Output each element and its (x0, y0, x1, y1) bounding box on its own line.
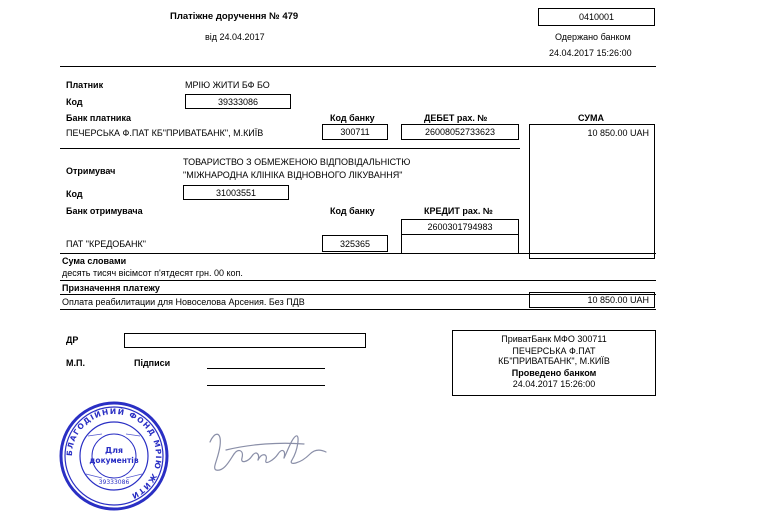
signatures-label: Підписи (134, 358, 171, 368)
bank-stamp-line5: 24.04.2017 15:26:00 (512, 379, 596, 389)
recipient-name-line1: ТОВАРИСТВО З ОБМЕЖЕНОЮ ВІДПОВІДАЛЬНІСТЮ (183, 157, 411, 167)
dr-label: ДР (66, 335, 79, 345)
payer-code: 39333086 (217, 97, 259, 107)
payer-separator (60, 148, 520, 149)
credit-label: КРЕДИТ рах. № (424, 206, 493, 216)
document-code: 0410001 (578, 12, 615, 22)
bank-stamp-line4: Проведено банком (511, 368, 597, 378)
payer-bank-name: ПЕЧЕРСЬКА Ф.ПАТ КБ"ПРИВАТБАНК", М.КИЇВ (66, 128, 264, 138)
credit-column-right-border (518, 235, 519, 253)
sum-value: 10 850.00 UAH (587, 128, 649, 138)
credit-account-box: 2600301794983 (401, 219, 519, 235)
purpose-text: Оплата реабилитации для Новоселова Арсен… (62, 297, 305, 307)
purpose-label-underline (60, 294, 656, 295)
amount-words-separator (60, 280, 656, 281)
payer-code-box: 39333086 (185, 94, 291, 109)
document-code-box: 0410001 (538, 8, 655, 26)
debit-label: ДЕБЕТ рах. № (424, 113, 488, 123)
purpose-sum: 10 850.00 UAH (587, 295, 649, 305)
recipient-label: Отримувач (66, 166, 116, 176)
debit-account-box: 26008052733623 (401, 124, 519, 140)
payer-bank-code-label: Код банку (330, 113, 375, 123)
amount-words-text: десять тисяч вісімсот п'ятдесят грн. 00 … (62, 268, 243, 278)
document-date: від 24.04.2017 (205, 32, 265, 42)
seal-code: 39333086 (99, 479, 130, 486)
recipient-name-line2: "МІЖНАРОДНА КЛІНІКА ВІДНОВНОГО ЛІКУВАННЯ… (183, 170, 403, 180)
purpose-separator (60, 309, 656, 310)
recipient-bank-label: Банк отримувача (66, 206, 143, 216)
purpose-sum-box: 10 850.00 UAH (529, 292, 655, 308)
bank-stamp-line2: ПЕЧЕРСЬКА Ф.ПАТ (512, 346, 596, 356)
mp-label: М.П. (66, 358, 85, 368)
handwritten-signature (200, 420, 328, 480)
sum-column-box: 10 850.00 UAH (529, 124, 655, 259)
dr-field (124, 333, 366, 348)
amount-words-label: Сума словами (62, 256, 127, 266)
sum-label: СУМА (578, 113, 604, 123)
header-separator (60, 66, 656, 67)
recipient-code-box: 31003551 (183, 185, 289, 200)
bank-stamp-line1: ПриватБанк МФО 300711 (501, 334, 607, 344)
seal-graphic: БЛАГОДІЙНИЙ ФОНД МРІЮ ЖИТИ Для документі… (59, 401, 169, 511)
credit-account: 2600301794983 (427, 222, 493, 232)
received-datetime: 24.04.2017 15:26:00 (549, 48, 632, 58)
payer-code-label: Код (66, 97, 83, 107)
recipient-code: 31003551 (215, 188, 257, 198)
purpose-label: Призначення платежу (62, 283, 160, 293)
payer-bank-code: 300711 (340, 127, 370, 137)
payer-bank-code-box: 300711 (322, 124, 388, 140)
organization-seal: БЛАГОДІЙНИЙ ФОНД МРІЮ ЖИТИ Для документі… (58, 400, 170, 512)
received-label: Одержано банком (555, 32, 631, 42)
recipient-separator (60, 253, 656, 254)
recipient-bank-code-label: Код банку (330, 206, 375, 216)
recipient-code-label: Код (66, 189, 83, 199)
payer-label: Платник (66, 80, 104, 90)
recipient-bank-code-box: 325365 (322, 235, 388, 252)
credit-column-left-border (401, 235, 402, 253)
recipient-bank-name: ПАТ "КРЕДОБАНК" (66, 239, 146, 249)
payer-bank-label: Банк платника (66, 113, 131, 123)
seal-center-line1: Для (105, 446, 123, 455)
document-title: Платіжне доручення № 479 (170, 11, 299, 22)
recipient-bank-code: 325365 (339, 239, 371, 249)
debit-account: 26008052733623 (424, 127, 496, 137)
payer-name: МРІЮ ЖИТИ БФ БО (185, 80, 270, 90)
signature-line-1 (207, 368, 325, 369)
seal-center-line2: документів (89, 456, 139, 465)
signature-line-2 (207, 385, 325, 386)
bank-processed-stamp: ПриватБанк МФО 300711 ПЕЧЕРСЬКА Ф.ПАТ КБ… (452, 330, 656, 396)
bank-stamp-line3: КБ"ПРИВАТБАНК", М.КИЇВ (498, 356, 610, 366)
